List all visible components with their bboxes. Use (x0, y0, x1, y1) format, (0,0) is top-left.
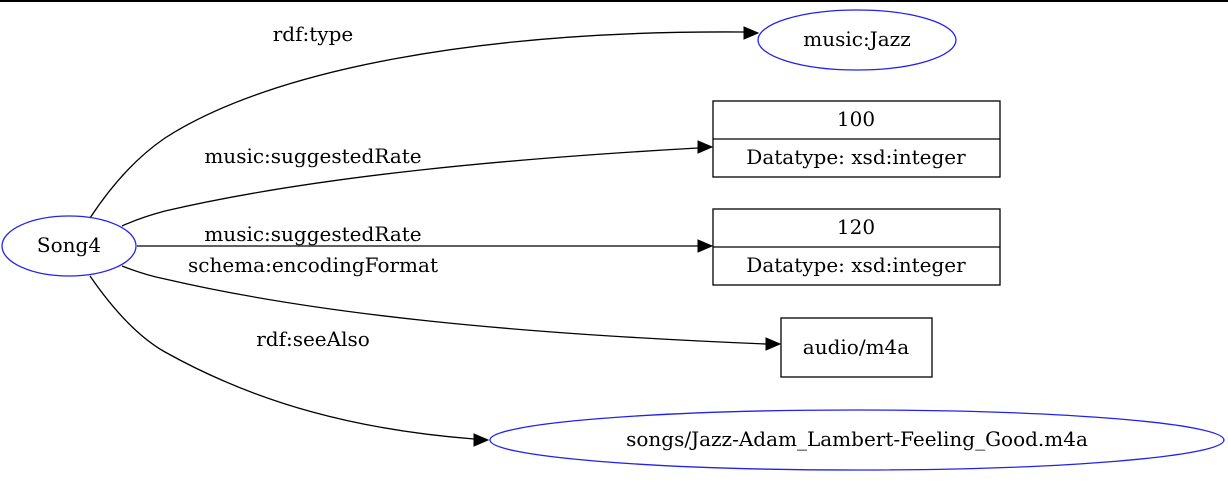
node-label-audio-m4a: audio/m4a (803, 335, 909, 359)
top-border (0, 0, 1228, 2)
edge-suggested-rate-2[interactable]: music:suggestedRate (137, 222, 714, 253)
node-music-jazz[interactable]: music:Jazz (757, 9, 957, 71)
node-literal-100-datatype: Datatype: xsd:integer (746, 145, 966, 169)
edge-suggested-rate-1[interactable]: music:suggestedRate (121, 140, 714, 227)
edge-encoding-format[interactable]: schema:encodingFormat (121, 253, 782, 351)
edge-label-rdf-see-also: rdf:seeAlso (256, 327, 370, 351)
node-label-song4: Song4 (37, 233, 101, 257)
node-literal-100[interactable]: 100 Datatype: xsd:integer (712, 100, 1001, 178)
node-literal-120-value: 120 (837, 215, 875, 239)
node-song-file[interactable]: songs/Jazz-Adam_Lambert-Feeling_Good.m4a (489, 409, 1225, 471)
node-song4[interactable]: Song4 (1, 215, 137, 277)
edge-rdf-type[interactable]: rdf:type (89, 22, 760, 219)
edge-label-rdf-type: rdf:type (273, 22, 353, 46)
node-label-song-file: songs/Jazz-Adam_Lambert-Feeling_Good.m4a (626, 427, 1088, 451)
edge-label-encoding-format: schema:encodingFormat (188, 253, 438, 277)
edge-label-suggested-rate-1: music:suggestedRate (204, 144, 421, 168)
node-literal-100-value: 100 (837, 107, 875, 131)
node-literal-120[interactable]: 120 Datatype: xsd:integer (712, 208, 1001, 286)
edge-rdf-see-also[interactable]: rdf:seeAlso (89, 275, 490, 447)
node-audio-m4a[interactable]: audio/m4a (780, 317, 933, 378)
node-literal-120-datatype: Datatype: xsd:integer (746, 253, 966, 277)
edge-label-suggested-rate-2: music:suggestedRate (204, 222, 421, 246)
node-label-music-jazz: music:Jazz (803, 27, 910, 51)
